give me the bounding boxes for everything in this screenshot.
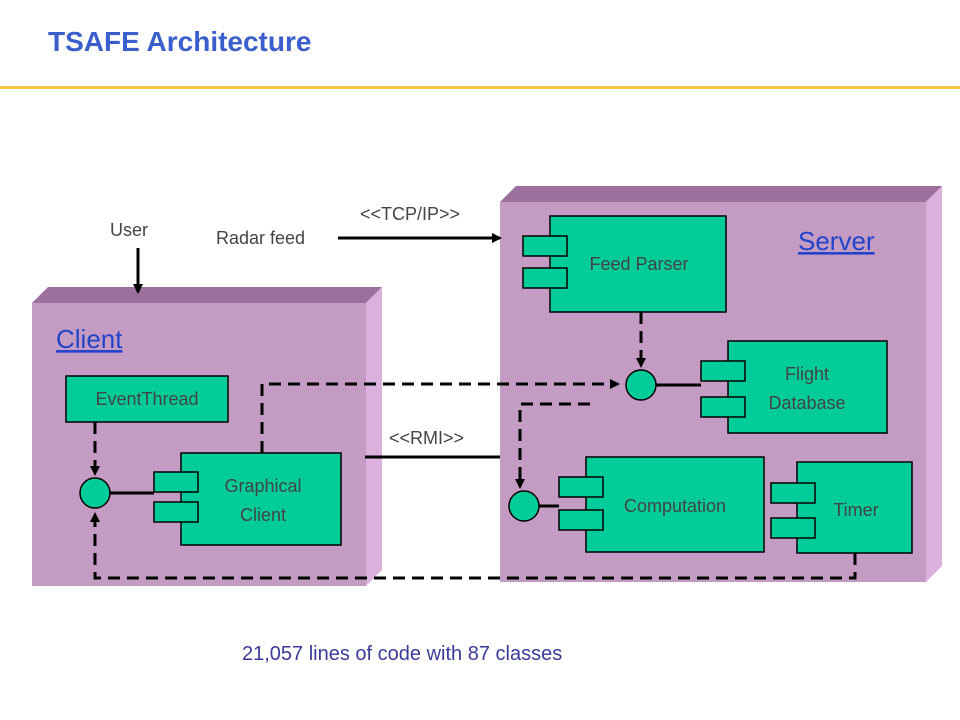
graphical-client-box [180, 452, 342, 546]
timer-box [796, 461, 913, 554]
feed-parser-label: Feed Parser [589, 254, 688, 274]
title-underline [0, 86, 960, 89]
computation-box [585, 456, 765, 553]
feed-parser-component: Feed Parser [522, 215, 727, 313]
feed-parser-port-top [522, 235, 568, 257]
database-interface-circle [625, 369, 657, 401]
flight-database-port-top [700, 360, 746, 382]
feed-parser-port-bottom [522, 267, 568, 289]
event-thread-box [65, 375, 229, 423]
client-node-top [32, 287, 382, 303]
user-label: User [110, 220, 148, 240]
server-label: Server [798, 226, 875, 256]
computation-component: Computation [558, 456, 765, 553]
graphical-client-component: Graphical Client [153, 452, 342, 546]
tcpip-stereotype-label: <<TCP/IP>> [360, 204, 460, 224]
graphical-client-label-line2: Client [240, 505, 286, 525]
flight-database-port-bottom [700, 396, 746, 418]
client-interface-circle [79, 477, 111, 509]
graphical-client-port-bottom [153, 501, 199, 523]
code-stats-footer: 21,057 lines of code with 87 classes [242, 643, 562, 665]
timer-to-client-dep [90, 512, 857, 580]
client-label: Client [56, 324, 123, 354]
client-node-side [366, 287, 382, 586]
flight-database-label-line2: Database [768, 393, 845, 413]
timer-port-top [770, 482, 816, 504]
flight-database-box [727, 340, 888, 434]
server-node-top [500, 186, 942, 202]
client-to-database-dep [260, 379, 620, 453]
radar-feed-label: Radar feed [216, 228, 305, 248]
flight-database-component: Flight Database [700, 340, 888, 434]
computation-label: Computation [624, 496, 726, 516]
computation-port-top [558, 476, 604, 498]
server-node-side [926, 186, 942, 582]
timer-component: Timer [770, 461, 913, 554]
slide-title: TSAFE Architecture [48, 26, 312, 57]
flight-database-label-line1: Flight [785, 364, 829, 384]
dependency-lines [90, 312, 857, 580]
computation-port-bottom [558, 509, 604, 531]
timer-label: Timer [833, 500, 878, 520]
event-thread-component: EventThread [65, 375, 229, 423]
timer-port-bottom [770, 517, 816, 539]
database-to-computation-dep [515, 402, 590, 489]
graphical-client-label-line1: Graphical [224, 476, 301, 496]
event-thread-label: EventThread [95, 389, 198, 409]
computation-interface-circle [508, 490, 540, 522]
graphical-client-port-top [153, 471, 199, 493]
rmi-stereotype-label: <<RMI>> [389, 428, 464, 448]
feed-parser-box [549, 215, 727, 313]
